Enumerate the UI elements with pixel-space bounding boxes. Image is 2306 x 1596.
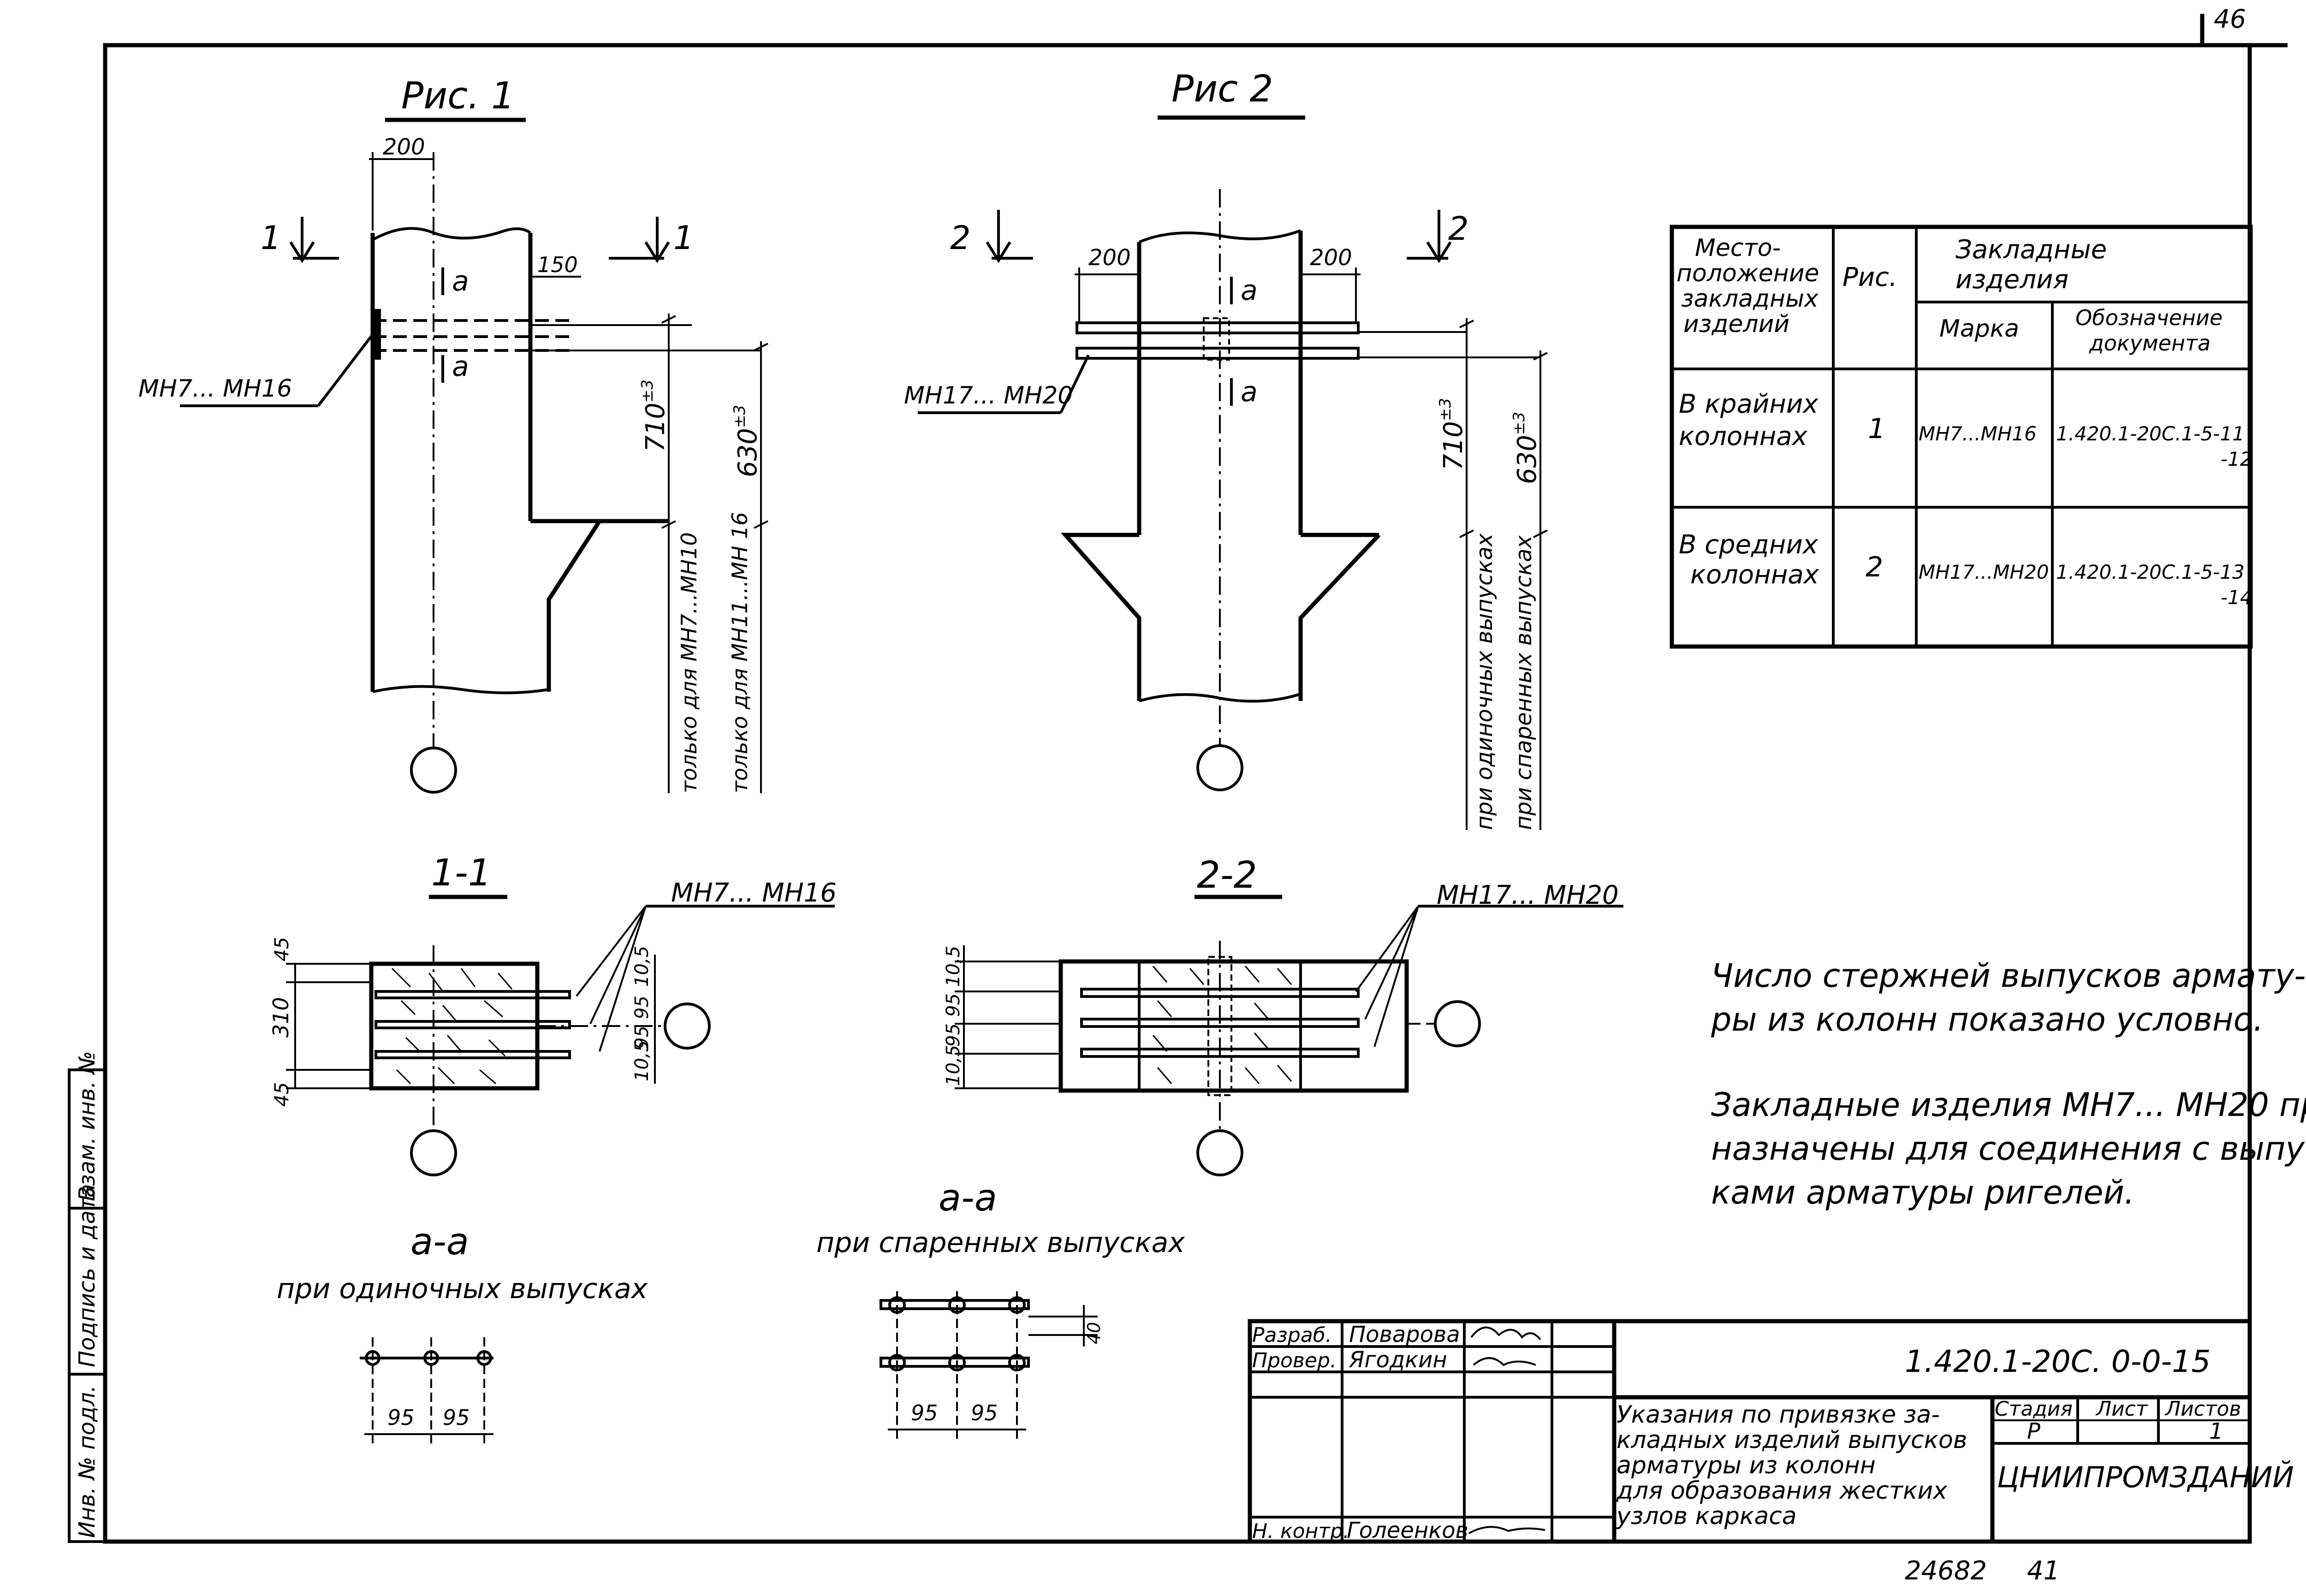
table-row2-location: В средних колоннах: [1679, 530, 1826, 590]
table-header-items: Закладные изделия: [1955, 235, 2115, 295]
title-block-stage-value: Р: [2027, 1418, 2040, 1444]
detail-a-a-pair: а-а при спаренных выпусках 95 95 40: [816, 1176, 1185, 1443]
section-1-1: 1-1 МН7... МН16 45 310 45 10,5 95 95: [268, 851, 837, 1176]
fig2-mark-a-top: a: [1241, 274, 1258, 307]
section-1-1-dim-top: 45: [270, 937, 293, 961]
table-row2-doc: 1.420.1-20С.1-5-13 -14: [2056, 561, 2253, 609]
notes: Число стержней выпусков армату- ры из ко…: [1711, 957, 2306, 1211]
figure-2: Рис 2 2 2 200 200: [904, 67, 1548, 830]
fig1-mark-a-top: a: [452, 265, 469, 297]
section-2-2-dim-1: 10,5: [943, 946, 964, 987]
title-block-stage-label: Стадия: [1995, 1397, 2073, 1421]
side-stamp-replace: Взам. инв. №: [74, 1051, 100, 1201]
table-row1-doc: 1.420.1-20С.1-5-11 -12: [2056, 422, 2253, 470]
detail-single-dim-2: 95: [443, 1405, 470, 1430]
fig1-dim-710: 710±3: [638, 380, 671, 452]
title-block-org: ЦНИИПРОМЗДАНИЙ: [1997, 1460, 2294, 1494]
sheet-frame: 46: [103, 4, 2288, 1544]
fig2-note-right: при спаренных выпусках: [1511, 535, 1537, 830]
section-1-1-dim-r3: 95: [631, 1026, 653, 1049]
table-header-location: Место- положение закладных изделий: [1676, 234, 1827, 338]
fig2-dim-200-right: 200: [1310, 245, 1352, 271]
table-header-doc: Обозначение документа: [2075, 305, 2229, 356]
table-row1-fig: 1: [1868, 413, 1885, 445]
detail-single-subtitle: при одиночных выпусках: [277, 1273, 648, 1305]
fig1-items-label: МН7... МН16: [138, 375, 292, 403]
signature-checker: [1473, 1357, 1536, 1366]
title-block-name-norm: Голеенков: [1347, 1518, 1468, 1543]
side-stamp-inv: Инв. № подл.: [74, 1385, 100, 1538]
fig2-dim-200-left: 200: [1088, 245, 1131, 271]
fig2-title: Рис 2: [1171, 67, 1273, 110]
title-block-role-checker: Провер.: [1252, 1349, 1337, 1372]
signature-norm: [1468, 1526, 1545, 1534]
table-row1-mark: МН7...МН16: [1919, 422, 2037, 445]
section-2-2-dim-2: 95: [943, 993, 964, 1017]
section-2-2: 2-2 МН17... МН20 10,5 95 95 10,5: [943, 854, 1623, 1176]
title-block-sheets-value: 1: [2209, 1418, 2223, 1444]
fig2-dim-630: 630±3: [1510, 412, 1542, 484]
fig1-title: Рис. 1: [401, 74, 515, 117]
fig2-section-mark-right: 2: [1448, 210, 1469, 248]
title-block-name-developer: Поварова: [1349, 1322, 1460, 1347]
section-1-1-dim-r2: 95: [631, 996, 653, 1019]
table-row2-mark: МН17...МН20: [1919, 561, 2049, 583]
section-1-1-dim-r1: 10,5: [631, 946, 653, 987]
fig2-dim-710: 710±3: [1436, 398, 1468, 470]
title-block-code: 1.420.1-20С. 0-0-15: [1905, 1344, 2211, 1379]
detail-single-title: а-а: [410, 1220, 469, 1263]
title-block-role-developer: Разраб.: [1252, 1323, 1332, 1347]
section-1-1-dim-r4: 10,5: [631, 1040, 653, 1081]
figure-1: Рис. 1 1 1 200 150 a: [138, 74, 768, 794]
bottom-page-number: 41: [2027, 1556, 2060, 1586]
fig1-dim-200: 200: [383, 134, 425, 160]
section-1-1-items-label: МН7... МН16: [671, 878, 837, 908]
table-header-fig: Рис.: [1842, 262, 1897, 292]
section-1-1-dim-mid: 310: [268, 997, 293, 1038]
corner-page-number: 46: [2214, 4, 2246, 34]
detail-single-dim-1: 95: [387, 1405, 415, 1430]
section-2-2-dim-3: 95: [943, 1023, 964, 1047]
title-block-role-norm: Н. контр.: [1252, 1519, 1349, 1543]
fig2-note-left: при одиночных выпусках: [1472, 533, 1498, 830]
detail-pair-subtitle: при спаренных выпусках: [816, 1227, 1185, 1259]
table-header-mark: Марка: [1939, 315, 2019, 343]
table-row1-location: В крайних колоннах: [1679, 389, 1826, 451]
signature-developer: [1470, 1326, 1541, 1341]
fig2-section-mark-left: 2: [950, 219, 971, 257]
section-2-2-title: 2-2: [1197, 854, 1257, 896]
title-block-name-checker: Ягодкин: [1349, 1347, 1447, 1373]
detail-pair-title: а-а: [939, 1176, 997, 1219]
title-block-sheet-label: Лист: [2095, 1397, 2148, 1421]
fig2-mark-a-bottom: a: [1241, 376, 1258, 408]
fig1-dim-150: 150: [537, 252, 578, 277]
section-1-1-dim-bottom: 45: [270, 1082, 293, 1107]
title-block: 1.420.1-20С. 0-0-15 Разраб. Провер. Н. к…: [1248, 1319, 2294, 1544]
side-stamp: Инв. № подл. Подпись и дата Взам. инв. №: [68, 1051, 107, 1543]
fig1-note-right: только для МН11...МН 16: [727, 512, 752, 793]
note-1: Число стержней выпусков армату- ры из ко…: [1711, 957, 2306, 1038]
title-block-sheets-label: Листов: [2164, 1397, 2241, 1421]
detail-pair-dim-2: 95: [971, 1400, 998, 1425]
fig1-section-mark-right: 1: [673, 219, 694, 257]
section-2-2-dim-4: 10,5: [943, 1045, 964, 1086]
fig1-section-mark-left: 1: [261, 219, 281, 257]
side-stamp-signature: Подпись и дата: [74, 1184, 100, 1367]
fig2-items-label: МН17... МН20: [904, 382, 1073, 409]
fig1-note-left: только для МН7...МН10: [677, 532, 701, 793]
embedded-items-table: Место- положение закладных изделий Рис. …: [1670, 225, 2253, 649]
detail-a-a-single: а-а при одиночных выпусках 95 95: [277, 1220, 648, 1448]
archive-number: 24682: [1905, 1556, 1987, 1586]
fig1-mark-a-bottom: a: [452, 350, 469, 383]
section-1-1-title: 1-1: [431, 851, 492, 894]
fig1-dim-630: 630±3: [731, 405, 763, 477]
title-block-title: Указания по привязке за- кладных изделий…: [1616, 1401, 1975, 1530]
detail-pair-dim-gap: 40: [1084, 1322, 1104, 1344]
detail-pair-dim-1: 95: [911, 1400, 938, 1425]
note-2: Закладные изделия МН7... МН20 пред- назн…: [1711, 1086, 2306, 1211]
table-row2-fig: 2: [1866, 551, 1883, 583]
